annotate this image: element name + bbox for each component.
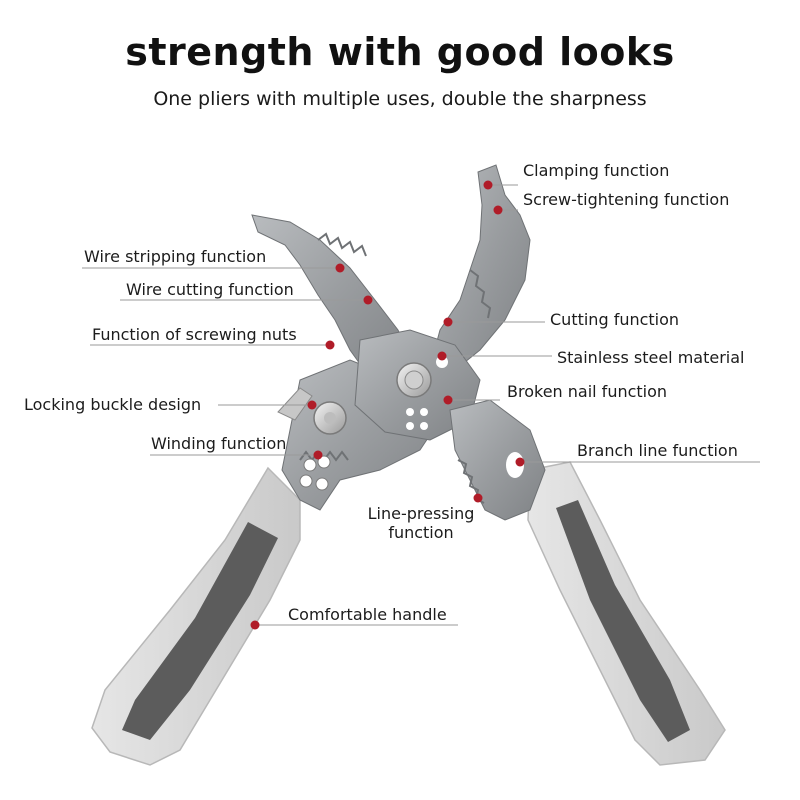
- callout-screwing-nuts: Function of screwing nuts: [92, 325, 297, 344]
- callout-locking-buckle: Locking buckle design: [24, 395, 202, 414]
- callout-stainless-steel: Stainless steel material: [557, 348, 745, 367]
- right-handle: [527, 461, 726, 766]
- marker-line-pressing: [473, 493, 483, 503]
- marker-branch-line: [515, 457, 525, 467]
- pivot-body: [354, 329, 546, 521]
- marker-cutting: [443, 317, 453, 327]
- marker-screw-tightening: [493, 205, 503, 215]
- marker-winding: [313, 450, 323, 460]
- callout-wire-cutting: Wire cutting function: [126, 280, 294, 299]
- callout-markers: [250, 180, 525, 630]
- callout-cutting: Cutting function: [550, 310, 680, 329]
- marker-clamping: [483, 180, 493, 190]
- locking-buckle: [277, 387, 347, 435]
- callout-winding: Winding function: [151, 434, 287, 453]
- callout-branch-line: Branch line function: [577, 441, 738, 460]
- marker-screwing-nuts: [325, 340, 335, 350]
- leader-lines: [82, 184, 760, 626]
- marker-comfortable-handle: [250, 620, 260, 630]
- callout-comfortable-handle: Comfortable handle: [288, 605, 447, 624]
- callout-broken-nail: Broken nail function: [507, 382, 668, 401]
- marker-broken-nail: [443, 395, 453, 405]
- marker-wire-stripping: [335, 263, 345, 273]
- marker-stainless-steel: [437, 351, 447, 361]
- pivot-bolt: [396, 362, 432, 398]
- marker-locking-buckle: [307, 400, 317, 410]
- callout-line-pressing: Line-pressing function: [367, 504, 475, 542]
- callout-clamping: Clamping function: [523, 161, 670, 180]
- winding-holes: [299, 455, 331, 491]
- headline: strength with good looks: [125, 30, 675, 74]
- callout-screw-tightening: Screw-tightening function: [523, 190, 730, 209]
- subline: One pliers with multiple uses, double th…: [153, 88, 647, 110]
- upper-right-jaw: [431, 164, 531, 371]
- left-handle: [91, 466, 301, 766]
- callout-wire-stripping: Wire stripping function: [84, 247, 267, 266]
- marker-wire-cutting: [363, 295, 373, 305]
